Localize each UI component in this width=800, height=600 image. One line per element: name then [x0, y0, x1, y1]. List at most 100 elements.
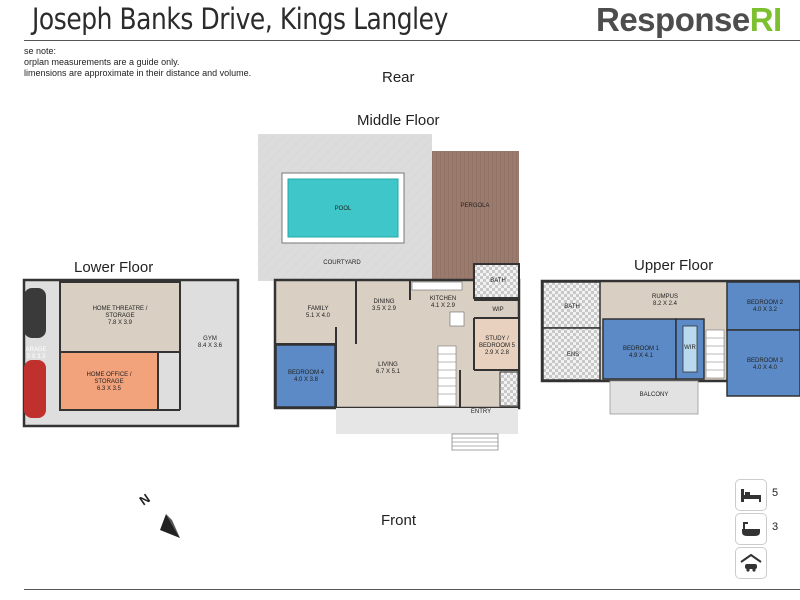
- car-dark: [24, 288, 46, 338]
- home-office: [59, 351, 159, 411]
- dining-dim: 3.5 X 2.9: [371, 306, 397, 312]
- kitchen-dim: 4.1 X 2.9: [430, 303, 456, 309]
- ensuite: [542, 327, 601, 381]
- bedroom-count: 5: [772, 487, 779, 499]
- pergola-area: [432, 151, 519, 281]
- theatre-dim: 7.8 X 3.9: [107, 320, 133, 326]
- kitchen-name: KITCHEN: [429, 296, 457, 302]
- lower-floor-title: Lower Floor: [74, 259, 154, 276]
- parking-feature: [735, 547, 767, 579]
- balcony-label: BALCONY: [639, 392, 669, 398]
- bedroom-2-name: BEDROOM 2: [746, 300, 783, 306]
- bedrooms-feature: [735, 479, 767, 511]
- office-name: HOME OFFICE /: [86, 372, 132, 378]
- entry-label: ENTRY: [470, 409, 492, 415]
- ensuite-label: ENS: [566, 352, 580, 358]
- rumpus-name: RUMPUS: [651, 294, 678, 300]
- note-line: orplan measurements are a guide only.: [24, 57, 180, 67]
- kitchen-island: [449, 311, 465, 327]
- brand-logo: ResponseRI: [596, 1, 782, 39]
- middle-floor-title: Middle Floor: [357, 112, 440, 129]
- pergola-label: PERGOLA: [460, 203, 490, 209]
- note-line: se note:: [24, 46, 57, 56]
- theatre-name-2: STORAGE: [105, 313, 135, 319]
- bathroom-count: 3: [772, 521, 779, 533]
- front-label: Front: [381, 512, 417, 529]
- bedroom-4-dim: 4.0 X 3.8: [293, 377, 319, 383]
- entry-porch: [336, 408, 518, 434]
- upper-bath-label: BATH: [564, 304, 580, 310]
- garage-name: ARAGE: [25, 347, 47, 353]
- bedroom-3-dim: 4.0 X 4.0: [752, 365, 778, 371]
- courtyard-label: COURTYARD: [323, 260, 361, 266]
- family-dim: 5.1 X 4.0: [305, 313, 331, 319]
- kitchen-counter: [411, 281, 463, 291]
- theatre-name: HOME THREATRE /: [92, 306, 148, 312]
- gym-dim: 8.4 X 3.6: [197, 343, 223, 349]
- car-red: [24, 360, 46, 418]
- north-arrow-icon: [160, 514, 180, 538]
- laundry: [499, 371, 519, 407]
- brand-accent: RI: [749, 1, 783, 38]
- dining-name: DINING: [373, 299, 395, 305]
- upper-floor-title: Upper Floor: [634, 257, 714, 274]
- disclaimer-note: se note: orplan measurements are a guide…: [24, 46, 251, 79]
- upper-bath: [542, 281, 601, 329]
- gym-name: GYM: [203, 336, 217, 342]
- middle-bath: [473, 263, 520, 299]
- bedroom-1-name: BEDROOM 1: [622, 346, 659, 352]
- office-dim: 6.3 X 3.5: [96, 386, 122, 392]
- pool: [287, 178, 399, 238]
- top-divider: [24, 40, 800, 41]
- office-name-2: STORAGE: [94, 379, 124, 385]
- rear-label: Rear: [382, 69, 415, 86]
- bedroom-2-dim: 4.0 X 3.2: [752, 307, 778, 313]
- bedroom-2: [726, 281, 800, 331]
- bedroom-1-dim: 4.9 X 4.1: [628, 353, 654, 359]
- middle-stairs: [437, 345, 457, 407]
- living-name: LIVING: [378, 362, 398, 368]
- brand-name: Response: [596, 1, 750, 38]
- bedroom-3: [726, 329, 800, 397]
- study-name-2: BEDROOM 5: [478, 343, 515, 349]
- page-title: Joseph Banks Drive, Kings Langley: [32, 2, 448, 36]
- bedroom-4-name: BEDROOM 4: [287, 370, 324, 376]
- living-dim: 6.7 X 5.1: [375, 369, 401, 375]
- bath-icon: [742, 522, 760, 536]
- bedroom-3-name: BEDROOM 3: [746, 358, 783, 364]
- bathrooms-feature: [735, 513, 767, 545]
- bath-label: BATH: [490, 278, 506, 284]
- study-bedroom-5: [475, 319, 518, 369]
- pool-label: POOL: [334, 206, 352, 212]
- study-dim: 2.9 X 2.8: [484, 350, 510, 356]
- wir-inner: [682, 325, 698, 373]
- bedroom-1: [602, 318, 677, 380]
- wir-label: WIR: [684, 345, 696, 351]
- front-steps: [451, 433, 499, 451]
- wip-label: WIP: [492, 307, 504, 313]
- upper-stairs: [705, 329, 725, 379]
- rumpus-dim: 8.2 X 2.4: [652, 301, 678, 307]
- garage-icon: [740, 553, 762, 572]
- balcony: [609, 380, 699, 415]
- study-name: STUDY /: [485, 336, 509, 342]
- bottom-divider: [24, 589, 800, 590]
- bedroom-4: [275, 344, 336, 408]
- garage-dim: 3 X 3.3: [26, 354, 46, 360]
- bed-icon: [741, 489, 761, 502]
